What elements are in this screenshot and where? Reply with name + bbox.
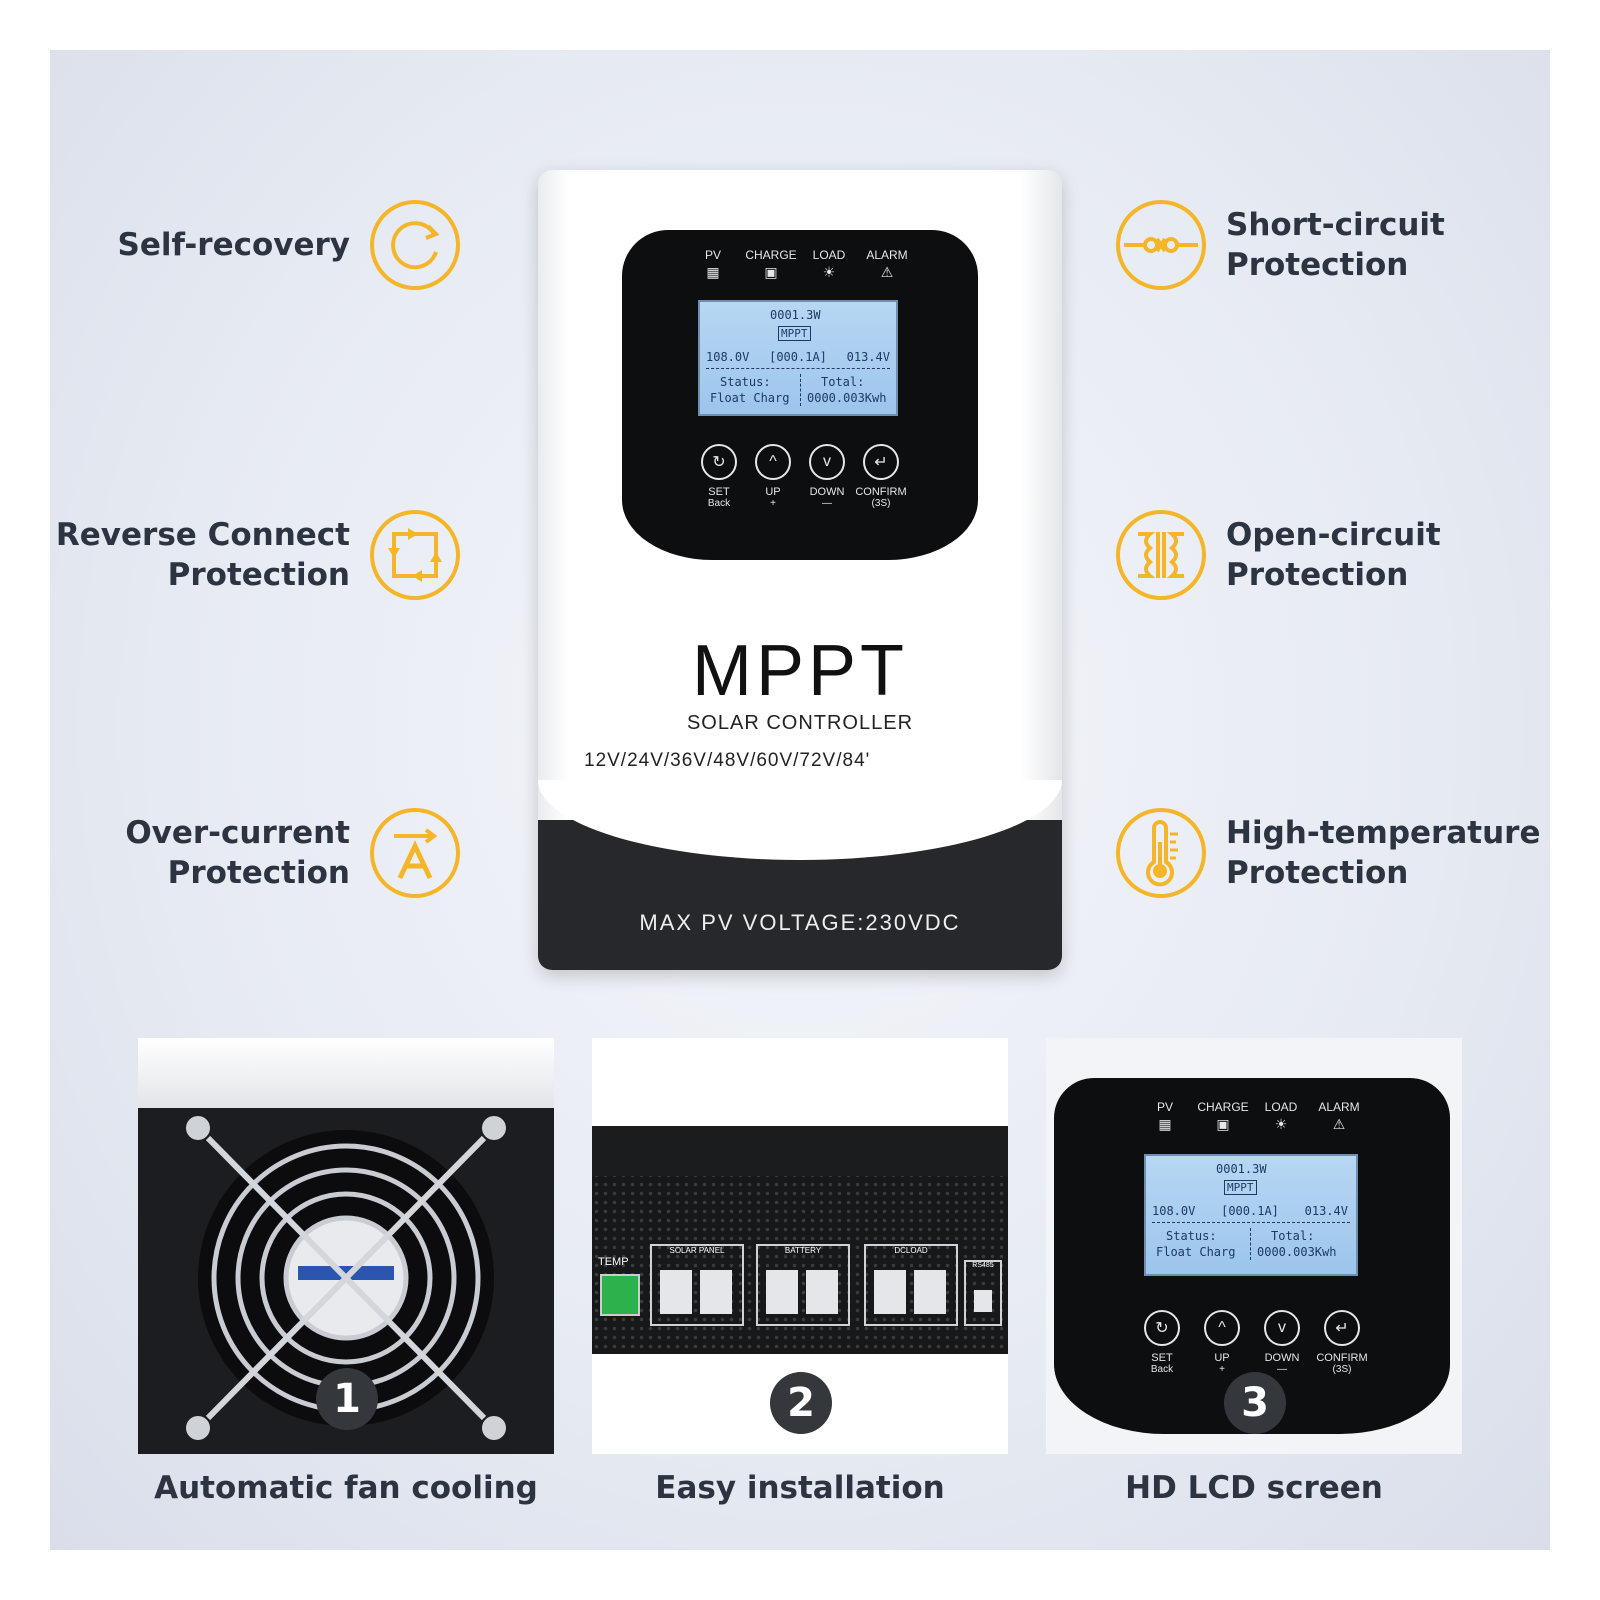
feature-label-line1: High-temperature <box>1226 815 1541 851</box>
indicator-row: PV▦ CHARGE▣ LOAD☀ ALARM⚠ <box>622 248 978 281</box>
max-pv-voltage: MAX PV VOLTAGE:230VDC <box>639 910 961 935</box>
cycle-icon: ↻ <box>701 444 737 480</box>
lcd-status-label: Status: <box>720 375 771 389</box>
feature-label: Self-recovery <box>117 227 351 263</box>
terminal-solar-panel[interactable]: SOLAR PANEL <box>650 1244 744 1326</box>
lcd-status-value: Float Charg <box>710 391 790 405</box>
solar-panel-icon: ▦ <box>1158 1116 1172 1132</box>
lcd-battery-voltage: 013.4V <box>846 350 890 364</box>
fan-icon <box>186 1116 506 1440</box>
warning-icon: ⚠ <box>1332 1116 1346 1132</box>
feature-reverse-connect: Reverse Connect Protection <box>56 508 462 602</box>
indicator-load: LOAD☀ <box>800 248 858 281</box>
thumbnail-terminals: TEMP SOLAR PANEL BATTERY DCLOAD RS485 2 <box>592 1038 1008 1454</box>
feature-label-line1: Over-current <box>125 815 350 851</box>
brand-title: MPPT <box>691 631 908 711</box>
lcd-power: 0001.3W <box>770 308 821 322</box>
step-badge-2: 2 <box>770 1372 832 1434</box>
bridge-rectifier-icon <box>370 510 460 600</box>
indicator-charge: CHARGE▣ <box>1194 1100 1252 1133</box>
enter-icon: ↵ <box>1324 1310 1360 1346</box>
caption-lcd: HD LCD screen <box>1125 1470 1383 1506</box>
caption-fan: Automatic fan cooling <box>154 1470 538 1506</box>
feature-self-recovery: Self-recovery <box>118 198 463 292</box>
lcd-pv-voltage: 108.0V <box>706 350 750 364</box>
battery-icon: ▣ <box>764 264 778 280</box>
indicator-alarm: ALARM⚠ <box>1310 1100 1368 1133</box>
lcd-current: [000.1A] <box>769 350 827 364</box>
voltage-range: 12V/24V/36V/48V/60V/72V/84' <box>584 750 871 771</box>
feature-high-temperature: High-temperature Protection <box>1114 806 1540 900</box>
control-panel: PV▦ CHARGE▣ LOAD☀ ALARM⚠ 0001.3W MPPT 10… <box>622 230 978 560</box>
step-badge-3: 3 <box>1224 1372 1286 1434</box>
temp-port[interactable] <box>600 1274 640 1316</box>
product-subtitle: SOLAR CONTROLLER <box>686 712 914 734</box>
feature-label-line2: Protection <box>1226 247 1409 283</box>
short-circuit-icon <box>1116 200 1206 290</box>
caption-terminals: Easy installation <box>655 1470 945 1506</box>
thermometer-icon <box>1116 808 1206 898</box>
feature-open-circuit: Open-circuit Protection <box>1114 508 1441 602</box>
feature-label-line1: Short-circuit <box>1226 207 1445 243</box>
indicator-pv: PV▦ <box>684 248 742 281</box>
lcd-mode: MPPT <box>778 326 811 341</box>
up-button[interactable]: ^UP+ <box>1192 1310 1252 1375</box>
indicator-alarm: ALARM⚠ <box>858 248 916 281</box>
warning-icon: ⚠ <box>880 264 894 280</box>
feature-label-line2: Protection <box>1226 557 1409 593</box>
chevron-down-icon: v <box>809 444 845 480</box>
terminal-battery[interactable]: BATTERY <box>756 1244 850 1326</box>
thumbnail-lcd: PV▦ CHARGE▣ LOAD☀ ALARM⚠ 0001.3W MPPT 10… <box>1046 1038 1462 1454</box>
feature-label-line1: Open-circuit <box>1226 517 1441 553</box>
temp-label: TEMP <box>598 1256 629 1268</box>
feature-short-circuit: Short-circuit Protection <box>1114 198 1445 292</box>
rs485-port[interactable]: RS485 <box>964 1260 1002 1326</box>
lcd-screen: 0001.3W MPPT 108.0V [000.1A] 013.4V Stat… <box>698 300 898 416</box>
up-button[interactable]: ^UP+ <box>746 444 800 509</box>
chevron-down-icon: v <box>1264 1310 1300 1346</box>
mppt-controller-device: PV▦ CHARGE▣ LOAD☀ ALARM⚠ 0001.3W MPPT 10… <box>538 170 1062 970</box>
terminal-dcload[interactable]: DCLOAD <box>864 1244 958 1326</box>
indicator-pv: PV▦ <box>1136 1100 1194 1133</box>
bulb-icon: ☀ <box>822 264 836 280</box>
cycle-icon: ↻ <box>1144 1310 1180 1346</box>
thumbnail-fan: 1 <box>138 1038 554 1454</box>
lcd-total-value: 0000.003Kwh <box>807 391 887 405</box>
battery-icon: ▣ <box>1216 1116 1230 1132</box>
feature-label-line2: Protection <box>1226 855 1409 891</box>
chevron-up-icon: ^ <box>1204 1310 1240 1346</box>
indicator-charge: CHARGE▣ <box>742 248 800 281</box>
chevron-up-icon: ^ <box>755 444 791 480</box>
feature-label-line1: Reverse Connect <box>55 517 350 553</box>
feature-over-current: Over-current Protection <box>125 806 462 900</box>
lcd-screen: 0001.3W MPPT 108.0V [000.1A] 013.4V Stat… <box>1144 1154 1358 1276</box>
self-recovery-icon <box>370 200 460 290</box>
indicator-load: LOAD☀ <box>1252 1100 1310 1133</box>
feature-label-line2: Protection <box>167 855 350 891</box>
lcd-total-label: Total: <box>821 375 865 389</box>
solar-panel-icon: ▦ <box>706 264 720 280</box>
bulb-icon: ☀ <box>1274 1116 1288 1132</box>
ammeter-icon <box>370 808 460 898</box>
enter-icon: ↵ <box>863 444 899 480</box>
confirm-button[interactable]: ↵CONFIRM(3S) <box>1312 1310 1372 1375</box>
feature-label-line2: Protection <box>167 557 350 593</box>
transformer-icon <box>1116 510 1206 600</box>
confirm-button[interactable]: ↵CONFIRM(3S) <box>854 444 908 509</box>
step-badge-1: 1 <box>316 1368 378 1430</box>
